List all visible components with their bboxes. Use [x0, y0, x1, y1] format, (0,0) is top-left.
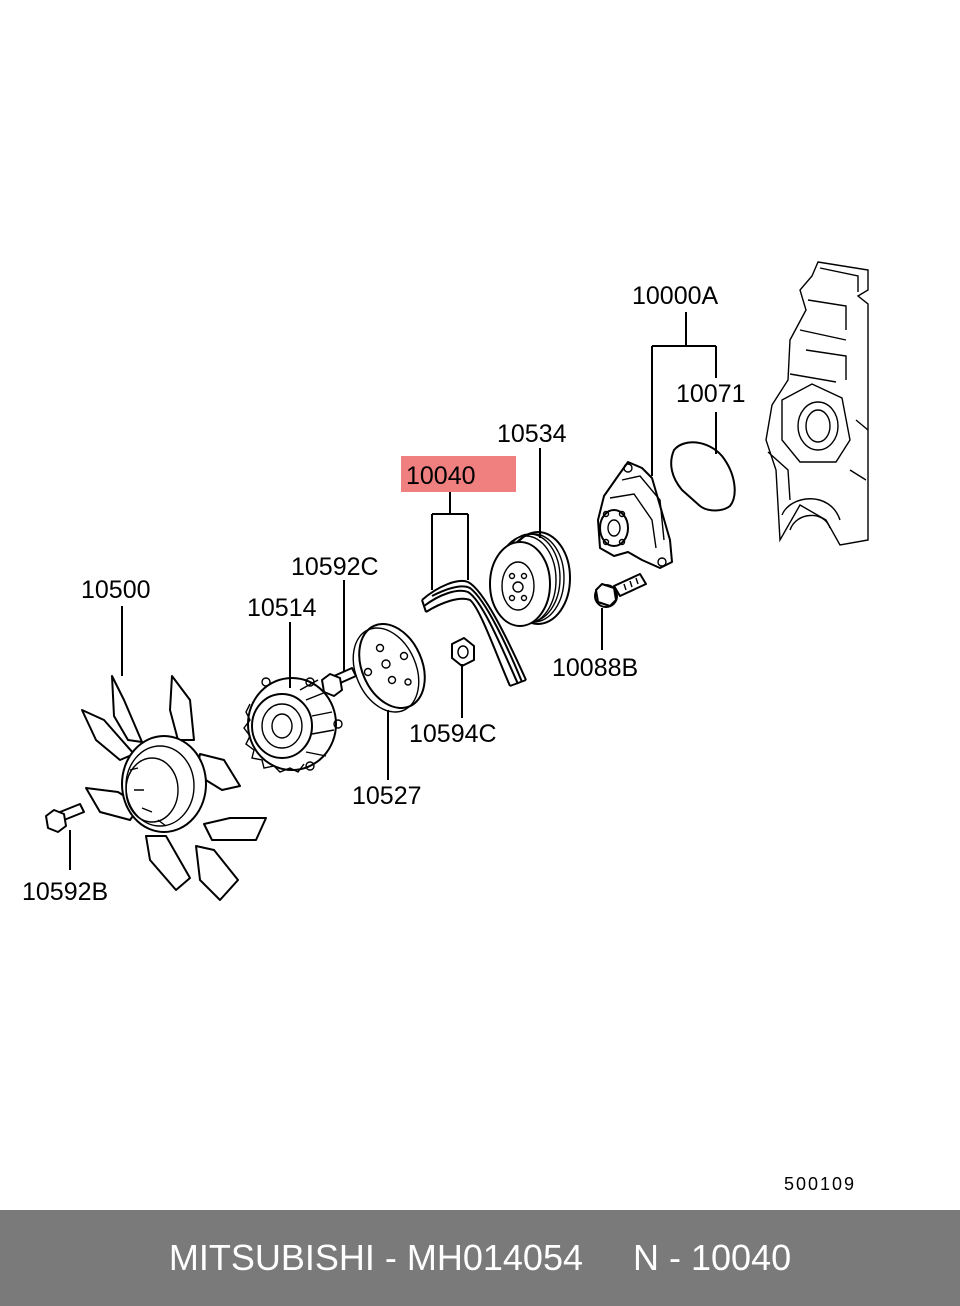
engine-block-illustration: [765, 261, 869, 546]
reference-number: 500109: [784, 1174, 856, 1194]
fan-clutch-10514: [243, 677, 343, 773]
fan-10500: [81, 675, 267, 901]
bolt-10592C: [321, 667, 357, 697]
label-10527: 10527: [352, 782, 422, 810]
label-10040: 10040: [406, 462, 476, 490]
label-10071: 10071: [676, 380, 746, 408]
pulley-10534: [489, 531, 571, 627]
v-belt-10040: [421, 580, 527, 687]
gasket-10071: [670, 441, 736, 512]
label-10500: 10500: [81, 576, 151, 604]
nut-10594C: [451, 637, 475, 667]
label-10000A: 10000A: [632, 282, 719, 310]
highlight-box: [401, 456, 516, 492]
leader-lines: [69, 312, 717, 870]
bolt-10592B: [45, 803, 85, 833]
spacer-10527: [352, 622, 426, 713]
footer-part-info: MITSUBISHI - MH014054 N - 10040: [168, 1237, 792, 1278]
label-10534: 10534: [497, 420, 567, 448]
label-10592C: 10592C: [291, 553, 379, 581]
label-10594C: 10594C: [409, 720, 497, 748]
footer-bar: MITSUBISHI - MH014054 N - 10040: [0, 1210, 960, 1306]
label-10088B: 10088B: [552, 654, 638, 682]
bolt-10088B: [594, 573, 647, 608]
label-10592B: 10592B: [22, 878, 108, 906]
parts-diagram: 10000A 10071 10534 10040 10592C 10500 10…: [22, 261, 869, 1194]
water-pump-10000A: [597, 461, 673, 569]
label-10514: 10514: [247, 594, 317, 622]
